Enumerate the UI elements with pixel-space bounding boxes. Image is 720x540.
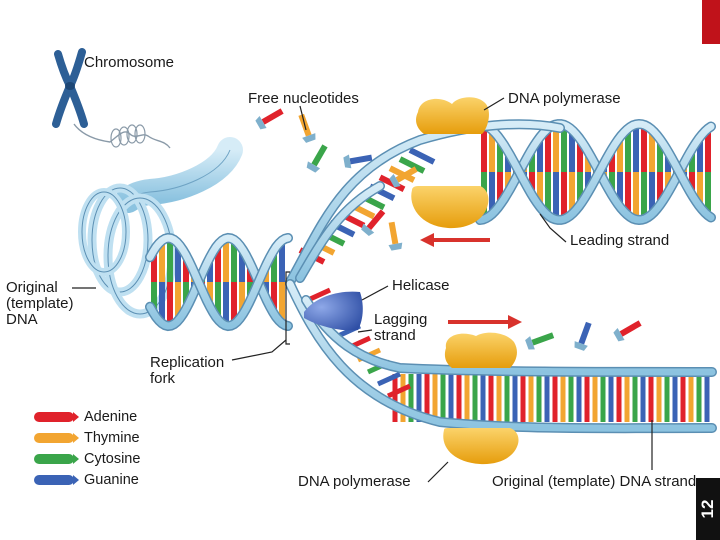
label-helicase: Helicase — [392, 277, 450, 294]
unpaired-base — [386, 383, 412, 399]
free-nucleotide — [574, 321, 592, 351]
free-nucleotide — [525, 332, 555, 350]
unpaired-base — [378, 174, 406, 192]
legend-item-thymine: Thymine — [34, 427, 140, 448]
legend-item-cytosine: Cytosine — [34, 448, 140, 469]
accent-bar — [702, 0, 720, 44]
sugar-phosphate-backbones — [145, 118, 717, 434]
lagging-new-strand — [302, 296, 716, 376]
nucleotide-base — [311, 144, 328, 167]
parental-helix-strand-b — [146, 234, 292, 330]
free-nucleotide — [388, 221, 403, 251]
free-nucleotide — [343, 154, 373, 169]
label-dna-polymerase-bottom: DNA polymerase — [298, 473, 411, 490]
dna-polymerase-top — [411, 97, 489, 229]
nucleotide-phosphate — [613, 327, 625, 342]
legend-swatch — [34, 453, 79, 464]
fork-upper-template — [286, 120, 564, 286]
nucleotide-phosphate — [302, 133, 316, 143]
label-free-nucleotides: Free nucleotides — [248, 90, 359, 107]
chromatin-fiber — [73, 123, 171, 149]
nucleotide-phosphate — [361, 223, 375, 236]
nucleotide-phosphate — [574, 341, 588, 351]
label-original-template-strand: Original (template) DNA strand — [492, 473, 697, 490]
leader-lines — [72, 97, 653, 483]
supercoil-loops — [78, 183, 177, 319]
page-number: 12 — [696, 478, 720, 540]
nucleotide-base — [349, 154, 373, 165]
nucleotide-phosphate — [388, 242, 403, 251]
nucleotide-base — [261, 108, 284, 125]
label-replication-fork: Replication fork — [150, 354, 225, 387]
base-pairs — [151, 124, 711, 422]
unpaired-base — [398, 156, 426, 174]
upper-inner-strand — [296, 182, 384, 282]
nucleotide-base — [395, 166, 418, 183]
free-nucleotides — [255, 108, 642, 351]
legend-label: Guanine — [84, 471, 139, 488]
nucleotide-base — [578, 321, 592, 345]
legend-label: Adenine — [84, 408, 138, 425]
nucleotide-phosphate — [255, 115, 267, 130]
label-dna-polymerase-top: DNA polymerase — [508, 90, 621, 107]
label-original-template-dna: Original (template) DNA — [6, 279, 74, 328]
nucleotide-phosphate — [525, 336, 535, 350]
nucleotide-base — [388, 221, 399, 245]
label-lagging-strand: Lagging strand — [374, 311, 428, 344]
nucleotide-base — [531, 332, 555, 346]
legend-swatch — [34, 474, 79, 485]
legend-label: Cytosine — [84, 450, 141, 467]
lagging-direction-arrow — [448, 315, 522, 329]
chromosome-icon — [52, 48, 88, 128]
legend-label: Thymine — [84, 429, 140, 446]
free-nucleotide — [389, 166, 418, 188]
legend-item-guanine: Guanine — [34, 469, 140, 490]
free-nucleotide — [613, 320, 642, 342]
nucleotide-phosphate — [389, 173, 401, 188]
chromatin-tube — [115, 137, 243, 213]
label-chromosome: Chromosome — [84, 54, 175, 71]
nucleotide-phosphate — [306, 161, 321, 173]
leading-direction-arrow — [420, 233, 490, 247]
unpaired-base — [306, 287, 332, 303]
legend-item-adenine: Adenine — [34, 406, 140, 427]
nucleotide-base — [366, 209, 386, 231]
nucleotide-phosphate — [343, 154, 352, 169]
legend-swatch — [34, 411, 79, 422]
leading-helix-strand-b — [476, 120, 715, 224]
nucleotide-base — [619, 320, 642, 337]
fork-lower-template — [286, 280, 716, 432]
free-nucleotide — [361, 209, 386, 236]
free-nucleotide — [306, 144, 328, 173]
unpaired-base — [376, 371, 402, 387]
label-leading-strand: Leading strand — [570, 232, 670, 249]
dna-polymerase-bottom — [443, 332, 519, 465]
legend-swatch — [34, 432, 79, 443]
unpaired-base — [408, 147, 436, 165]
free-nucleotide — [255, 108, 284, 130]
chromatin-coil — [110, 124, 146, 148]
parental-helix-strand-a — [146, 234, 292, 330]
helicase-icon — [304, 291, 363, 331]
